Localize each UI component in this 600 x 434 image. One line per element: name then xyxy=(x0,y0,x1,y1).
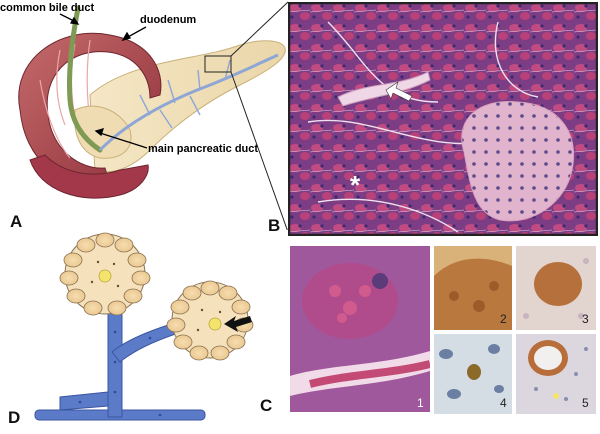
panel-c: 1 2 3 4 5 C xyxy=(260,246,600,434)
micrograph-c5 xyxy=(516,334,596,414)
acini-duct-schematic xyxy=(34,232,254,421)
label-duodenum: duodenum xyxy=(140,14,197,26)
zoom-box xyxy=(204,55,232,73)
panel-letter-b: B xyxy=(268,216,281,235)
panel-letter-c: C xyxy=(260,396,273,415)
panel-a: common bile duct duodenum main pancreati… xyxy=(0,0,290,231)
pancreas-anatomy-illustration xyxy=(18,1,289,230)
panel-d: D xyxy=(0,232,280,434)
main-pancreatic-duct xyxy=(98,53,279,152)
arrow-indicator xyxy=(385,81,413,102)
he-micrograph xyxy=(288,2,598,236)
sub-number-2: 2 xyxy=(500,312,507,326)
micrograph-c3 xyxy=(516,246,596,330)
sub-number-5: 5 xyxy=(582,396,589,410)
sub-number-1: 1 xyxy=(417,396,424,410)
label-main-pancreatic-duct: main pancreatic duct xyxy=(148,143,259,155)
sub-number-4: 4 xyxy=(500,396,507,410)
panel-letter-a: A xyxy=(10,212,23,231)
label-common-bile-duct: common bile duct xyxy=(0,2,95,14)
black-arrow xyxy=(224,316,252,332)
common-bile-duct xyxy=(66,5,103,153)
sub-number-3: 3 xyxy=(582,312,589,326)
micrograph-c1 xyxy=(290,246,430,412)
acinus-right xyxy=(166,280,254,361)
acinus-left xyxy=(59,232,151,316)
panel-letter-d: D xyxy=(8,408,21,427)
islet-of-langerhans xyxy=(461,101,574,222)
star-marker: * xyxy=(350,170,361,200)
panel-b: * xyxy=(288,2,598,236)
micrograph-c2 xyxy=(434,246,512,330)
micrograph-c4 xyxy=(434,334,512,414)
